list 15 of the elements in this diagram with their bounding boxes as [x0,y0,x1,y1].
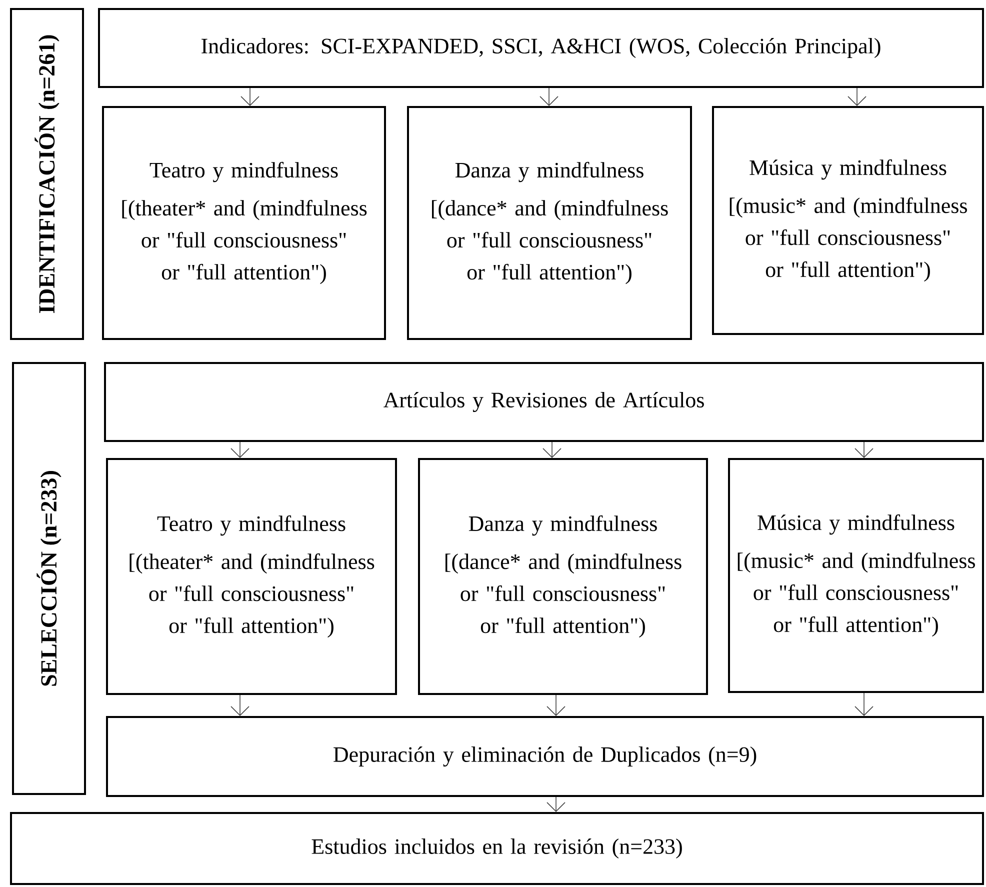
query-box: Teatro y mindfulness [(theater* and (mindfulness or "full consciousness" or "full attention") [106,458,397,695]
process-box: Indicadores: SCI-EXPANDED, SSCI, A&HCI (WOS, Colección Principal) [98,8,984,88]
arrow [546,694,566,716]
query-box: Música y mindfulness [(music* and (mindfulness or "full consciousness" or "full attention") [728,458,984,693]
process-box: Artículos y Revisiones de Artículos [104,362,984,442]
arrow [854,692,874,716]
stage-label-box: SELECCIÓN (n=233) [12,362,86,795]
query-box: Música y mindfulness [(music* and (mindfulness or "full consciousness" or "full attention") [712,106,984,335]
query-box: Danza y mindfulness [(dance* and (mindfulness or "full consciousness" or "full attention") [418,458,708,695]
stage-label-box: IDENTIFICACIÓN (n=261) [10,8,84,340]
process-box: Depuración y eliminación de Duplicados (n=9) [106,716,984,797]
query-box: Teatro y mindfulness [(theater* and (mindfulness or "full consciousness" or "full attention") [102,106,386,340]
process-box: Estudios incluidos en la revisión (n=233) [10,812,984,885]
query-box: Danza y mindfulness [(dance* and (mindfulness or "full consciousness" or "full attention") [407,106,692,340]
arrow [230,694,250,716]
